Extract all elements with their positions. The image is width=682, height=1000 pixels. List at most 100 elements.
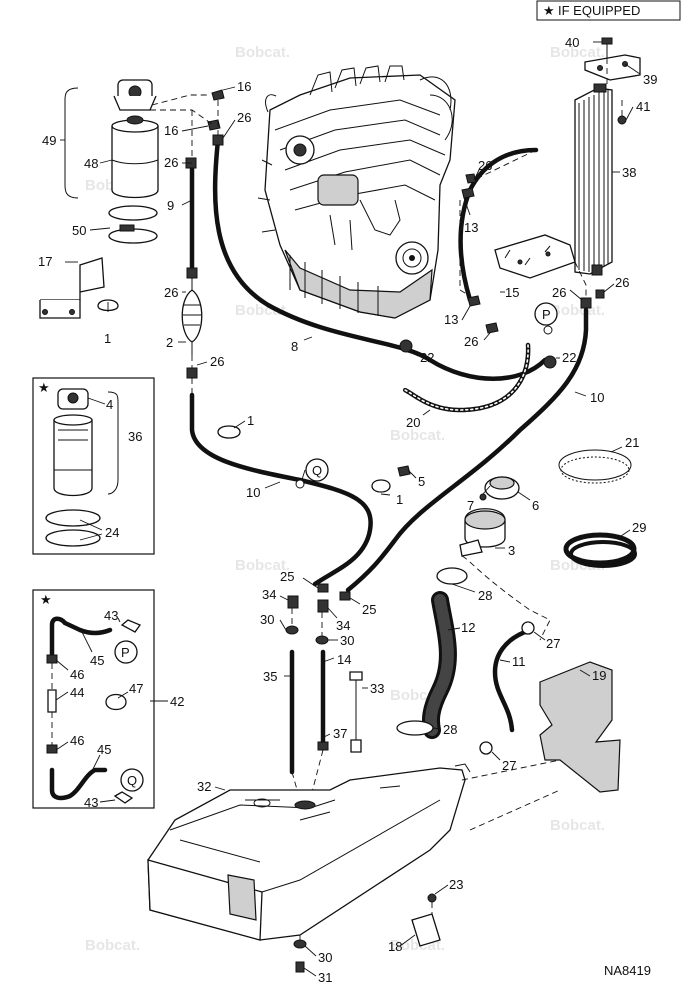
fuel-cooler [494,37,641,309]
callout-27: 27 [546,636,560,651]
callout-2: 2 [166,335,173,350]
callout-50: 50 [72,223,86,238]
hose-coils [558,449,637,568]
callout-7: 7 [467,498,474,513]
callout-15: 15 [505,285,519,300]
callout-20: 20 [406,415,420,430]
callout-4: 4 [106,397,113,412]
callout-43: 43 [84,795,98,810]
callout-49: 49 [42,133,56,148]
lower-hardware [293,893,441,973]
callout-10: 10 [246,485,260,500]
callout-27: 27 [502,758,516,773]
callout-11: 11 [512,654,526,669]
callout-43: 43 [104,608,118,623]
fuel-hoses [189,137,589,775]
callout-26: 26 [478,158,492,173]
callout-47: 47 [129,681,143,696]
filler-assembly [371,465,551,755]
callout-28: 28 [443,722,457,737]
callout-37: 37 [333,726,347,741]
callout-16: 16 [237,79,251,94]
callout-13: 13 [444,312,458,327]
callout-31: 31 [318,970,332,985]
callout-3: 3 [508,543,515,558]
if-equipped-header: ★ IF EQUIPPED [536,0,681,21]
callout-41: 41 [636,99,650,114]
marker-q: Q [312,463,322,478]
callout-33: 33 [370,681,384,696]
callout-26: 26 [464,334,478,349]
callout-30: 30 [318,950,332,965]
callout-1: 1 [396,492,403,507]
callout-26: 26 [237,110,251,125]
callout-17: 17 [38,254,52,269]
clip [217,425,241,439]
watermark-text: Bobcat. [235,44,290,61]
star-icon: ★ [38,380,50,395]
tank-shield [539,661,621,793]
watermark-text: Bobcat. [390,427,445,444]
optional-hose-box: ★ P Q [32,589,155,809]
callout-5: 5 [418,474,425,489]
optional-filter-box: ★ [32,377,155,555]
callout-labels: 40 39 41 38 16 16 26 26 49 48 9 50 17 1 … [38,35,657,985]
callout-16: 16 [164,123,178,138]
callout-32: 32 [197,779,211,794]
callout-24: 24 [105,525,119,540]
flow-markers: Q P [295,302,558,489]
callout-45: 45 [97,742,111,757]
callout-9: 9 [167,198,174,213]
callout-44: 44 [70,685,84,700]
watermark-text: Bobcat. [85,937,140,954]
watermark-text: Bobcat. [550,302,605,319]
watermark-text: Bobcat. [235,302,290,319]
callout-1: 1 [104,331,111,346]
fittings-middle [399,149,557,369]
star-icon: ★ [543,3,555,18]
callout-26: 26 [164,155,178,170]
watermark-text: Bobcat. [235,557,290,574]
header-text: IF EQUIPPED [558,3,640,18]
callout-22: 22 [562,350,576,365]
fuel-filter-assembly [39,79,159,319]
watermark-text: Bobcat. [550,817,605,834]
callout-25: 25 [280,569,294,584]
callout-14: 14 [337,652,351,667]
watermark-text: Bobcat. [550,44,605,61]
fuel-tank [147,759,561,941]
marker-q: Q [127,773,137,788]
callout-26: 26 [210,354,224,369]
callout-29: 29 [632,520,646,535]
callout-22: 22 [420,350,434,365]
callout-30: 30 [260,612,274,627]
callout-38: 38 [622,165,636,180]
leader-lines [55,41,641,977]
callout-10: 10 [590,390,604,405]
callout-45: 45 [90,653,104,668]
engine [257,65,456,319]
callout-1: 1 [247,413,254,428]
callout-25: 25 [362,602,376,617]
document-code: NA8419 [604,963,651,978]
callout-39: 39 [643,72,657,87]
callout-19: 19 [592,668,606,683]
callout-46: 46 [70,667,84,682]
callout-12: 12 [461,620,475,635]
star-icon: ★ [40,592,52,607]
fittings-top [150,89,225,169]
callout-40: 40 [565,35,579,50]
callout-34: 34 [262,587,276,602]
callout-26: 26 [164,285,178,300]
callout-35: 35 [263,669,277,684]
marker-p: P [542,307,551,322]
primer-bulb [181,267,203,395]
callout-28: 28 [478,588,492,603]
callout-8: 8 [291,339,298,354]
marker-p: P [121,645,130,660]
callout-6: 6 [532,498,539,513]
callout-13: 13 [464,220,478,235]
callout-34: 34 [336,618,350,633]
callout-36: 36 [128,429,142,444]
